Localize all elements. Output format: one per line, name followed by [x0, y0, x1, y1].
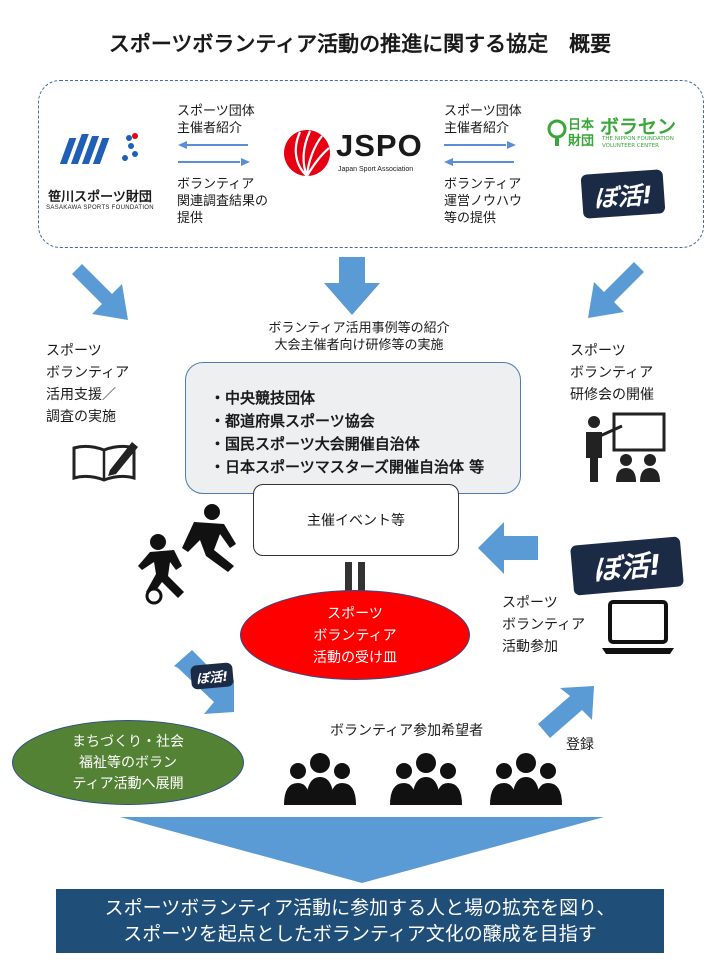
notebook-pen-icon	[72, 442, 138, 482]
left-support-text: スポーツ ボランティア 活用支援／ 調査の実施	[46, 340, 166, 428]
receptacle-line: 活動の受け皿	[313, 650, 397, 666]
sasakawa-logo: 笹川スポーツ財団 SASAKAWA SPORTS FOUNDATION	[45, 128, 155, 211]
left-flow-top-line: 主催者紹介	[177, 121, 243, 136]
volunteer-receptacle: スポーツ ボランティア 活動の受け皿	[240, 590, 470, 680]
laptop-icon	[602, 600, 674, 654]
right-flow-top-line: 主催者紹介	[444, 121, 510, 136]
jspo-name: JSPO	[336, 128, 423, 163]
left-support-line: ボランティア	[46, 365, 130, 381]
left-flow-bottom-line: ボランティア	[177, 177, 255, 192]
arrow-down-center-icon	[324, 257, 380, 315]
event-box: 主催イベント等	[253, 484, 459, 556]
left-flow-bottom: ボランティア 関連調査結果の 提供	[177, 176, 297, 227]
community-line: ティア活動へ展開	[72, 776, 184, 792]
sasakawa-name: 笹川スポーツ財団	[48, 189, 152, 204]
left-support-line: スポーツ	[46, 343, 102, 359]
left-flow-top-line: スポーツ団体	[177, 104, 255, 119]
center-caption: ボランティア活用事例等の紹介 大会主催者向け研修等の実施	[214, 320, 504, 354]
arrow-to-nippon-icon	[444, 141, 516, 149]
arrow-left-into-event-icon	[478, 522, 538, 574]
receptacle-line: ボランティア	[313, 628, 397, 644]
hokatsu-logo-participation: ぼ活!	[570, 536, 684, 596]
goal-line: スポーツボランティア活動に参加する人と場の拡充を図り、	[104, 897, 616, 919]
nippon-name-en-2: VOLUNTEER CENTER	[602, 143, 659, 149]
right-flow-top: スポーツ団体 主催者紹介	[444, 103, 554, 137]
arrow-to-jspo-icon	[178, 158, 250, 166]
people-group-icon	[284, 753, 562, 805]
organizations-box: ・中央競技団体 ・都道府県スポーツ協会 ・国民スポーツ大会開催自治体 ・日本スポ…	[185, 362, 521, 494]
arrow-to-jspo-right-icon	[444, 158, 514, 166]
register-label: 登録	[566, 737, 594, 753]
right-flow-bottom-line: 等の提供	[444, 211, 497, 226]
community-expansion: まちづくり・社会 福祉等のボラン ティア活動へ展開	[12, 720, 244, 805]
participation-line: ボランティア	[502, 617, 586, 633]
left-flow-bottom-line: 提供	[177, 211, 204, 226]
partners-box	[38, 80, 704, 248]
page-title: スポーツボランティア活動の推進に関する協定 概要	[108, 32, 612, 56]
community-line: まちづくり・社会	[72, 734, 184, 750]
left-flow-bottom-line: 関連調査結果の	[177, 194, 269, 209]
soccer-players-icon	[138, 504, 236, 605]
participation-text: スポーツ ボランティア 活動参加	[502, 592, 612, 658]
left-support-line: 活用支援／	[46, 387, 116, 403]
jspo-logo: JSPO Japan Sport Association	[282, 126, 442, 186]
arrow-down-left-icon	[72, 264, 128, 320]
nippon-volunteer-center-logo: 日本 財団 ボラセン THE NIPPON FOUNDATION VOLUNTE…	[546, 112, 702, 156]
jspo-subtitle: Japan Sport Association	[338, 166, 414, 173]
center-caption-line: ボランティア活用事例等の紹介	[268, 321, 450, 336]
hokatsu-logo-small: ぼ活!	[190, 662, 234, 690]
right-flow-bottom-line: ボランティア	[444, 177, 522, 192]
organization-item: ・日本スポーツマスターズ開催自治体 等	[210, 458, 485, 476]
nippon-mark-icon	[547, 119, 567, 146]
event-label: 主催イベント等	[307, 513, 405, 529]
center-caption-line: 大会主催者向け研修等の実施	[274, 338, 444, 353]
arrow-up-right-register-icon	[538, 686, 594, 738]
right-flow-bottom-line: 運営ノウハウ	[444, 194, 523, 209]
goal-banner: スポーツボランティア活動に参加する人と場の拡充を図り、 スポーツを起点としたボラ…	[56, 889, 664, 953]
arrow-to-sasakawa-icon	[178, 141, 248, 149]
nippon-name-2: 財団	[568, 134, 595, 149]
equals-icon	[345, 562, 365, 594]
nippon-name-1: 日本	[568, 118, 595, 133]
participation-line: 活動参加	[502, 639, 558, 655]
lecture-training-icon	[586, 412, 666, 482]
goal-line: スポーツを起点としたボランティア文化の醸成を目指す	[123, 923, 597, 945]
right-training-line: 研修会の開催	[570, 387, 654, 403]
organization-item: ・国民スポーツ大会開催自治体	[210, 435, 420, 453]
nippon-name-en-1: THE NIPPON FOUNDATION	[602, 136, 674, 142]
hopefuls-label: ボランティア参加希望者	[330, 723, 484, 739]
nippon-name-3: ボラセン	[600, 116, 677, 138]
hokatsu-label: ぼ活!	[195, 669, 229, 687]
organization-item: ・中央競技団体	[210, 389, 316, 407]
receptacle-line: スポーツ	[327, 606, 383, 622]
right-flow-bottom: ボランティア 運営ノウハウ 等の提供	[444, 176, 564, 227]
sasakawa-mark-icon	[59, 133, 138, 164]
hokatsu-label: ぼ活!	[591, 548, 663, 587]
big-chevron-icon	[120, 817, 604, 883]
right-training-text: スポーツ ボランティア 研修会の開催	[570, 340, 690, 406]
left-flow-top: スポーツ団体 主催者紹介	[177, 103, 287, 137]
right-training-line: スポーツ	[570, 343, 626, 359]
hokatsu-label: ぼ活!	[592, 180, 654, 213]
right-flow-top-line: スポーツ団体	[444, 104, 522, 119]
organization-item: ・都道府県スポーツ協会	[210, 412, 375, 430]
community-line: 福祉等のボラン	[79, 755, 177, 771]
hokatsu-logo: ぼ活!	[580, 169, 666, 219]
participation-line: スポーツ	[502, 595, 558, 611]
jspo-emblem-icon	[284, 130, 330, 177]
right-training-line: ボランティア	[570, 365, 654, 381]
left-support-line: 調査の実施	[46, 409, 116, 425]
arrow-down-right-icon	[588, 262, 644, 318]
sasakawa-name-en: SASAKAWA SPORTS FOUNDATION	[46, 205, 154, 211]
